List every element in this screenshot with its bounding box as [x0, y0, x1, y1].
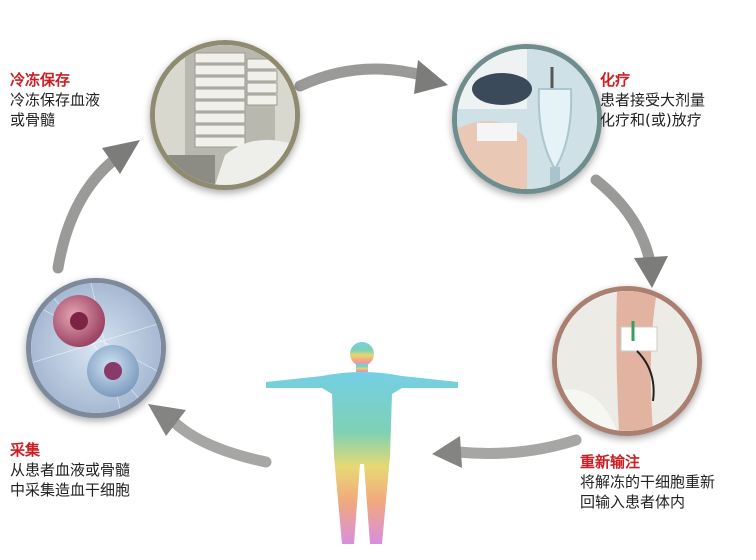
step-chemo-line-2: 化疗和(或)放疗	[600, 110, 705, 130]
chemo-photo	[452, 44, 602, 194]
step-chemo: 化疗 患者接受大剂量 化疗和(或)放疗	[600, 70, 705, 130]
step-chemo-line-1: 患者接受大剂量	[600, 90, 705, 110]
human-body-icon	[262, 338, 462, 552]
arrow-storage-to-chemo-icon	[300, 60, 448, 94]
step-collect: 采集 从患者血液或骨髓 中采集造血干细胞	[10, 440, 130, 500]
step-reinfuse-title: 重新输注	[580, 453, 640, 471]
step-chemo-title: 化疗	[600, 71, 630, 89]
step-collect-line-2: 中采集造血干细胞	[10, 480, 130, 500]
arrow-chemo-to-reinfuse-icon	[596, 180, 668, 288]
step-storage-line-2: 或骨髓	[10, 110, 100, 130]
step-reinfuse: 重新输注 将解冻的干细胞重新 回输入患者体内	[580, 452, 715, 512]
step-storage-title: 冷冻保存	[10, 71, 70, 89]
step-reinfuse-line-1: 将解冻的干细胞重新	[580, 472, 715, 492]
step-reinfuse-line-2: 回输入患者体内	[580, 492, 715, 512]
arrow-collect-to-storage-icon	[58, 140, 140, 268]
reinfuse-photo	[552, 286, 702, 436]
step-collect-title: 采集	[10, 441, 40, 459]
step-storage: 冷冻保存 冷冻保存血液 或骨髓	[10, 70, 100, 130]
step-storage-line-1: 冷冻保存血液	[10, 90, 100, 110]
collect-photo	[26, 278, 166, 418]
arrow-human-to-collect-icon	[148, 404, 266, 462]
step-collect-line-1: 从患者血液或骨髓	[10, 460, 130, 480]
storage-photo	[150, 40, 300, 190]
